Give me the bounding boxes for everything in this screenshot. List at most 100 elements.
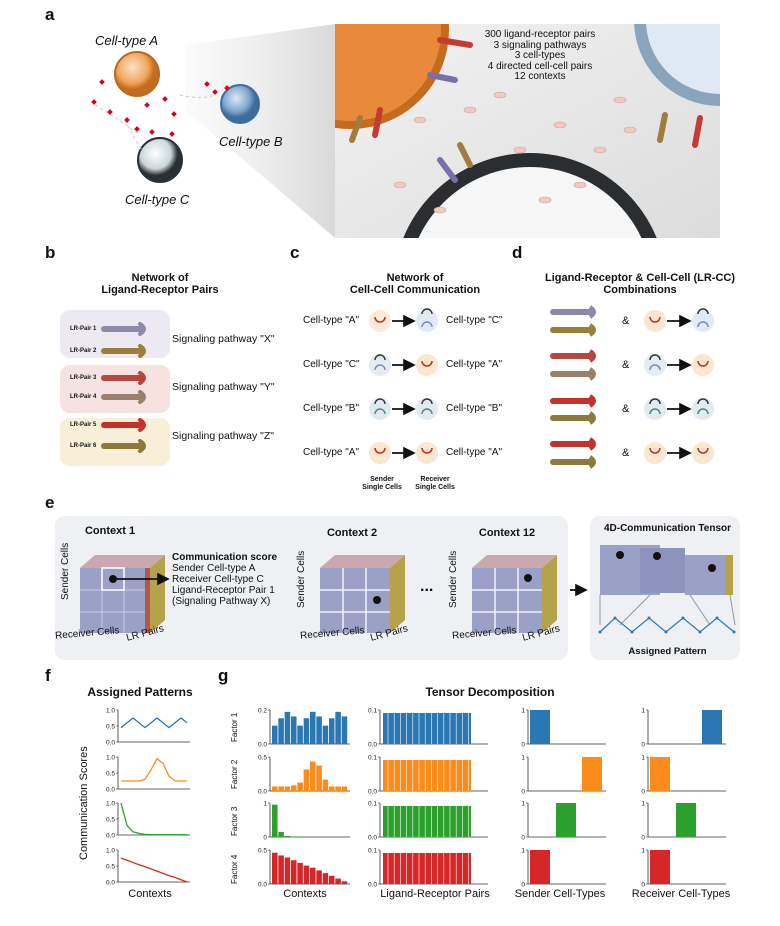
g-contexts-bar — [278, 786, 284, 791]
g-contexts-4-tick-label: 0.0 — [258, 882, 267, 889]
g-contexts-bar — [297, 862, 303, 884]
cell-type-b-label: Cell-type B — [219, 134, 283, 149]
g-receiver-4-tick-label: 0 — [641, 882, 645, 889]
c-receiver-4: Cell-type "A" — [446, 447, 503, 458]
panel-f-title: Assigned Patterns — [87, 685, 193, 699]
f-chart-3-tick-label: 0.0 — [106, 833, 115, 840]
f-pattern-line-1 — [120, 717, 188, 729]
g-xlabel-receiver: Receiver Cell-Types — [631, 888, 731, 900]
g-contexts-bar — [329, 786, 335, 791]
stat-pathways: 3 signaling pathways — [493, 39, 587, 51]
stat-lr-pairs: 300 ligand-receptor pairs — [484, 29, 596, 40]
g-contexts-bar — [316, 716, 322, 744]
f-chart-4-tick-label: 0.0 — [106, 880, 115, 887]
g-lr-bars — [383, 760, 471, 791]
g-lr-3-tick-label: 0.0 — [368, 835, 377, 842]
panel-f-xlabel: Contexts — [128, 888, 172, 900]
g-contexts-bar — [303, 718, 310, 744]
panel-c-title-line2: Cell-Cell Communication — [349, 284, 481, 296]
g-contexts-bar — [341, 881, 348, 884]
g-lr-bars — [383, 713, 471, 744]
g-contexts-3-tick-label: 1 — [263, 801, 267, 808]
g-contexts-bar — [335, 878, 341, 884]
g-contexts-bar — [303, 865, 310, 884]
g-receiver-bar — [702, 710, 722, 744]
4d-tensor-graphic — [598, 545, 736, 634]
d-amp-2: & — [622, 359, 630, 371]
g-sender-3-tick-label: 0 — [521, 835, 525, 842]
c-sender-4: Cell-type "A" — [303, 447, 360, 458]
g-contexts-bar — [297, 782, 303, 791]
panel-c-title: Network of Cell-Cell Communication — [325, 272, 505, 296]
d-amp-1: & — [622, 315, 630, 327]
dataset-stats: 300 ligand-receptor pairs 3 signaling pa… — [440, 29, 640, 83]
g-contexts-bar — [272, 725, 278, 744]
f-chart-4-tick-label: 0.5 — [106, 864, 115, 871]
f-chart-2-tick-label: 1.0 — [106, 755, 115, 762]
panel-label-e: e — [45, 493, 55, 512]
g-receiver-2-tick-label: 0 — [641, 789, 645, 796]
g-contexts-bar — [297, 725, 303, 744]
g-contexts-bar — [310, 867, 316, 884]
g-contexts-bar — [278, 718, 284, 744]
g-sender-4-tick-label: 1 — [521, 848, 525, 855]
panel-label-a: a — [45, 5, 55, 24]
g-contexts-bar — [335, 786, 341, 791]
context-1-label: Context 1 — [84, 525, 136, 537]
g-contexts-bar — [316, 765, 322, 791]
g-lr-bars — [383, 853, 471, 884]
g-sender-2-tick-label: 0 — [521, 789, 525, 796]
g-contexts-bar — [284, 711, 291, 744]
c-receiver-1: Cell-type "C" — [446, 315, 503, 326]
f-chart-2-tick-label: 0.0 — [106, 787, 115, 794]
g-contexts-bar — [272, 786, 278, 791]
g-contexts-bar — [278, 831, 284, 837]
tensor-title: 4D-Communication Tensor — [603, 523, 732, 534]
g-receiver-3-tick-label: 1 — [641, 801, 645, 808]
sender-single-cells-caption: Sender Single Cells — [352, 476, 412, 492]
panel-d-title: Ligand-Receptor & Cell-Cell (LR-CC) Comb… — [530, 272, 750, 296]
g-contexts-bar — [335, 711, 341, 744]
g-receiver-bar — [650, 757, 670, 791]
g-receiver-1-tick-label: 0 — [641, 742, 645, 749]
g-contexts-1-tick-label: 0.0 — [258, 742, 267, 749]
g-contexts-bar — [310, 711, 316, 744]
g-contexts-bar — [284, 857, 291, 884]
g-contexts-bar — [272, 852, 278, 884]
g-contexts-bar — [322, 779, 329, 791]
g-sender-1-tick-label: 0 — [521, 742, 525, 749]
assigned-pattern-label: Assigned Pattern — [628, 646, 707, 657]
g-contexts-bar — [329, 875, 335, 884]
f-pattern-line-2 — [121, 757, 187, 782]
g-contexts-2-tick-label: 0.0 — [258, 789, 267, 796]
sender-caption-line2: Single Cells — [362, 484, 402, 491]
g-contexts-bar — [291, 785, 297, 791]
f-chart-4-tick-label: 1.0 — [106, 848, 115, 855]
context-12-tensor-cube — [472, 555, 557, 633]
g-contexts-bar — [316, 870, 322, 884]
g-lr-2-tick-label: 0.0 — [368, 789, 377, 796]
g-contexts-bar — [272, 804, 278, 837]
g-lr-4-tick-label: 0.1 — [368, 848, 377, 855]
c-receiver-3: Cell-type "B" — [446, 403, 503, 414]
g-sender-2-tick-label: 1 — [521, 755, 525, 762]
g-receiver-1-tick-label: 1 — [641, 708, 645, 715]
g-contexts-bar — [284, 786, 291, 791]
stat-cell-pairs: 4 directed cell-cell pairs — [487, 60, 593, 72]
g-sender-bar — [582, 757, 602, 791]
g-xlabel-sender: Sender Cell-Types — [514, 888, 606, 900]
lr-pair-2-label: LR-Pair 2 — [70, 348, 97, 354]
lr-pair-4-label: LR-Pair 4 — [70, 394, 97, 400]
panel-label-d: d — [512, 243, 523, 262]
context-12-label: Context 12 — [478, 527, 536, 539]
g-sender-bar — [530, 850, 550, 884]
lr-pair-5-label: LR-Pair 5 — [70, 422, 97, 428]
stat-contexts: 12 contexts — [514, 71, 566, 82]
d-amp-4: & — [622, 447, 630, 459]
f-chart-1-tick-label: 0.5 — [106, 724, 115, 731]
f-chart-3-tick-label: 1.0 — [106, 801, 115, 808]
